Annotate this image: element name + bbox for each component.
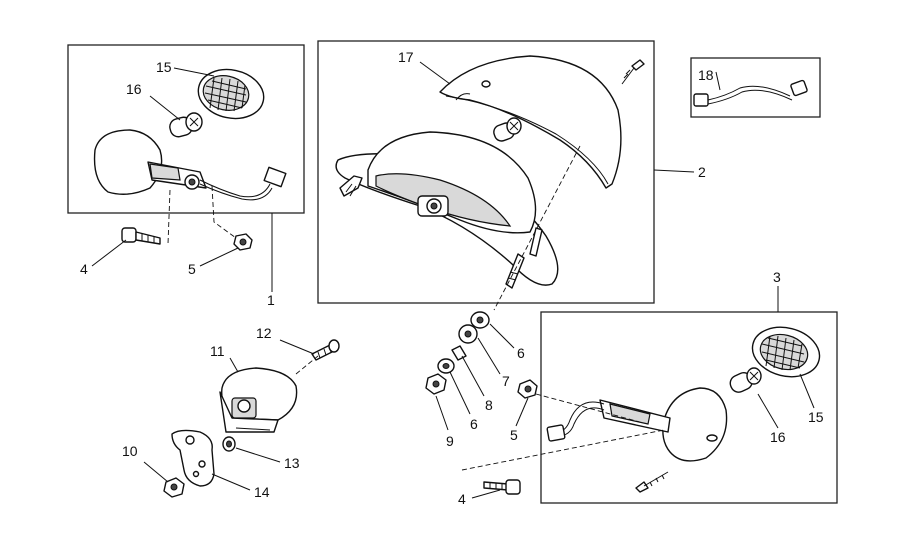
tail-screw [621, 59, 645, 85]
rear-screw [635, 471, 669, 493]
bolt-4-front [121, 227, 161, 245]
callout-4-front: 4 [80, 261, 88, 277]
callout-2: 2 [698, 164, 706, 180]
callout-17: 17 [398, 49, 414, 65]
callout-7: 7 [502, 373, 510, 389]
callout-13: 13 [284, 455, 300, 471]
plate-bracket-14 [171, 429, 215, 487]
tail-light-assembly-icon [335, 55, 645, 311]
callout-16-rear: 16 [770, 429, 786, 445]
wiring-harness-icon [693, 79, 808, 107]
rear-signal-housing [546, 387, 728, 462]
callout-labels: 15 16 4 5 1 17 2 18 3 6 7 8 6 9 5 4 16 1… [80, 49, 824, 507]
plate-light-cover-11 [219, 367, 298, 433]
callout-6-lower: 6 [470, 416, 478, 432]
bulb-16 [169, 112, 203, 138]
mounting-hardware [425, 311, 538, 399]
rear-turn-signal [461, 326, 821, 493]
frame-rear-turn-signal [540, 311, 838, 504]
callout-8: 8 [485, 397, 493, 413]
grommet-13 [222, 436, 236, 452]
tail-bulb [493, 117, 522, 142]
frame-front-turn-signal [67, 44, 305, 214]
nut-10 [163, 477, 185, 498]
callout-6-upper: 6 [517, 345, 525, 361]
callout-5-rear: 5 [510, 427, 518, 443]
callout-14: 14 [254, 484, 270, 500]
callout-9: 9 [446, 433, 454, 449]
callout-4-rear: 4 [458, 491, 466, 507]
bulb-socket [417, 195, 449, 217]
turn-signal-assembly-icon [93, 68, 287, 251]
spacer-8 [451, 345, 467, 361]
tail-housing [335, 131, 559, 289]
leader-lines [91, 61, 815, 499]
bulb-16-rear [729, 367, 762, 393]
callout-1: 1 [267, 292, 275, 308]
license-plate-light-icon [163, 339, 340, 498]
tail-lens-17 [439, 55, 622, 189]
callout-15-front: 15 [156, 59, 172, 75]
callout-11: 11 [210, 343, 225, 359]
callout-10: 10 [122, 443, 138, 459]
callout-16-front: 16 [126, 81, 142, 97]
screw-12 [311, 339, 340, 361]
nut-5-front [233, 233, 253, 251]
callout-15-rear: 15 [808, 409, 824, 425]
turn-signal-lens-15-rear [751, 326, 821, 378]
bolt-4-rear [483, 479, 521, 495]
callout-3: 3 [773, 269, 781, 285]
frame-tail-light [317, 40, 655, 304]
callout-12: 12 [256, 325, 272, 341]
frame-wiring-harness [690, 57, 821, 118]
turn-signal-housing [93, 129, 287, 201]
turn-signal-lens-15 [197, 68, 265, 120]
callout-18: 18 [698, 67, 714, 83]
callout-5-front: 5 [188, 261, 196, 277]
